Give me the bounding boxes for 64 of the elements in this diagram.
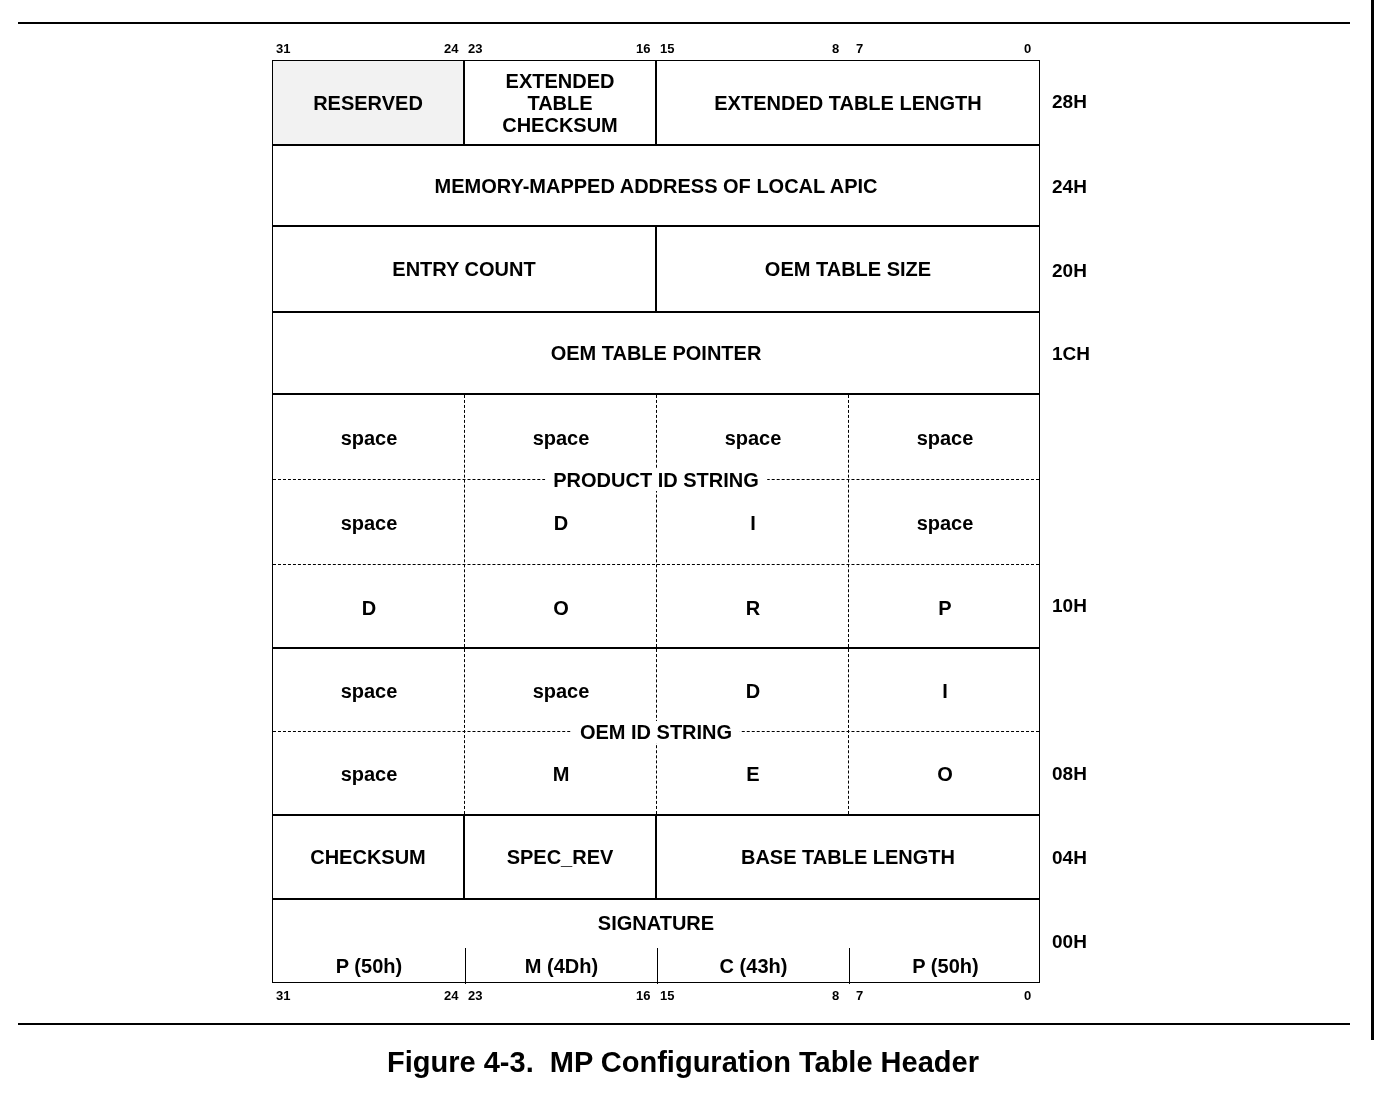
- register-field: ENTRY COUNT: [272, 226, 656, 312]
- bit-number: 16: [636, 988, 651, 1003]
- register-field: MEMORY-MAPPED ADDRESS OF LOCAL APIC: [272, 145, 1040, 226]
- register-field: CHECKSUM: [272, 815, 464, 899]
- figure-caption: Figure 4-3. MP Configuration Table Header: [386, 1046, 980, 1079]
- bit-number: 24: [444, 988, 459, 1003]
- byte-field: space: [283, 665, 455, 716]
- bit-number: 23: [468, 988, 483, 1003]
- string-field: [272, 648, 1040, 815]
- offset-label: 04H: [1052, 847, 1087, 869]
- byte-field: space: [475, 665, 647, 716]
- register-field: OEM TABLE SIZE: [656, 226, 1040, 312]
- offset-label: 08H: [1052, 763, 1087, 785]
- byte-field: space: [475, 411, 647, 464]
- bit-number: 24: [444, 41, 459, 56]
- byte-field: space: [283, 748, 455, 799]
- offset-label: 10H: [1052, 595, 1087, 617]
- byte-field: M: [475, 748, 647, 799]
- byte-field: space: [283, 496, 455, 549]
- byte-field: D: [283, 581, 455, 634]
- register-field: OEM TABLE POINTER: [272, 312, 1040, 394]
- bit-number: 15: [660, 988, 675, 1003]
- register-field: BASE TABLE LENGTH: [656, 815, 1040, 899]
- offset-label: 00H: [1052, 931, 1087, 953]
- byte-field: D: [475, 496, 647, 549]
- bit-number: 7: [856, 41, 864, 56]
- byte-field: I: [667, 496, 839, 549]
- register-field: EXTENDED TABLE LENGTH: [656, 60, 1040, 145]
- bit-number: 0: [1024, 41, 1032, 56]
- bit-number: 8: [832, 988, 840, 1003]
- bit-number: 16: [636, 41, 651, 56]
- bit-number: 7: [856, 988, 864, 1003]
- field-heading: PRODUCT ID STRING: [545, 469, 767, 491]
- byte-field: O: [859, 748, 1031, 799]
- offset-label: 28H: [1052, 91, 1087, 113]
- byte-field: P (50h): [849, 948, 1041, 984]
- string-field: [272, 394, 1040, 648]
- register-field: RESERVED: [272, 60, 464, 145]
- byte-field: M (4Dh): [465, 948, 657, 984]
- offset-label: 20H: [1052, 260, 1087, 282]
- byte-field: space: [859, 411, 1031, 464]
- bit-number: 23: [468, 41, 483, 56]
- byte-field: C (43h): [657, 948, 849, 984]
- signature-field: [272, 899, 1040, 983]
- byte-field: I: [859, 665, 1031, 716]
- byte-field: P: [859, 581, 1031, 634]
- byte-field: D: [667, 665, 839, 716]
- bit-number: 15: [660, 41, 675, 56]
- offset-label: 1CH: [1052, 343, 1090, 365]
- field-heading: OEM ID STRING: [571, 721, 741, 743]
- byte-field: E: [667, 748, 839, 799]
- register-field: EXTENDED TABLE CHECKSUM: [464, 60, 656, 145]
- byte-field: space: [859, 496, 1031, 549]
- byte-field: O: [475, 581, 647, 634]
- offset-label: 24H: [1052, 176, 1087, 198]
- byte-field: R: [667, 581, 839, 634]
- bit-number: 31: [276, 988, 291, 1003]
- byte-field: space: [283, 411, 455, 464]
- byte-field: space: [667, 411, 839, 464]
- register-field: SPEC_REV: [464, 815, 656, 899]
- bit-number: 0: [1024, 988, 1032, 1003]
- bit-number: 8: [832, 41, 840, 56]
- bit-number: 31: [276, 41, 291, 56]
- byte-field: P (50h): [273, 948, 465, 984]
